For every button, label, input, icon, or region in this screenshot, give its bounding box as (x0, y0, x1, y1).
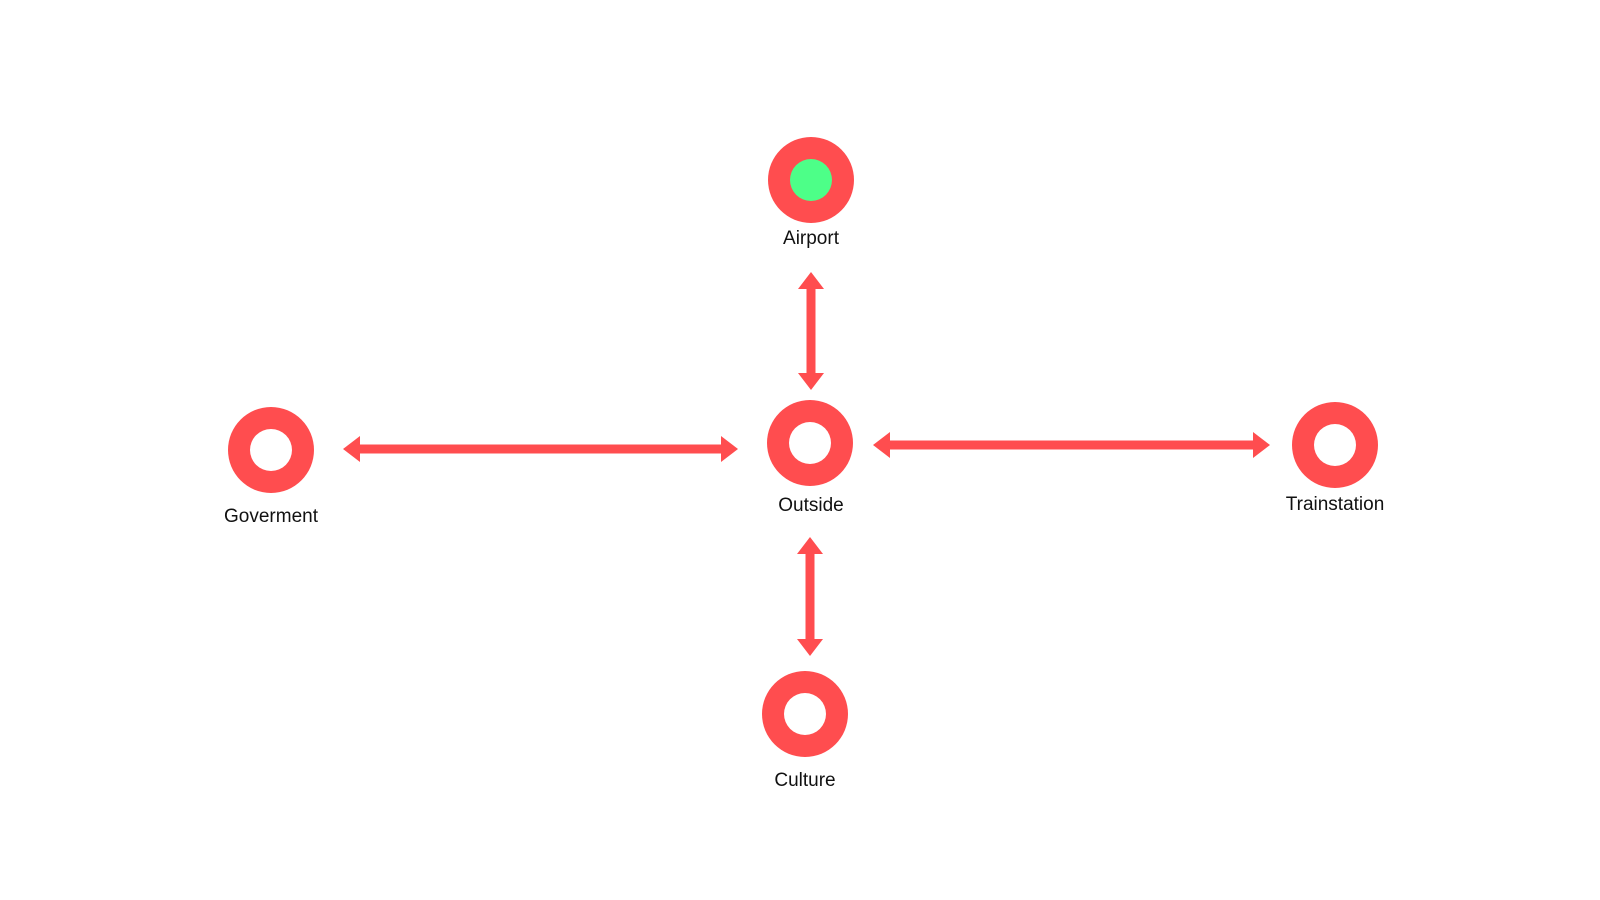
arrow-outside-culture (797, 537, 823, 656)
arrow-outside-trainstation (873, 432, 1270, 458)
node-trainstation[interactable] (1292, 402, 1378, 488)
arrow-outside-goverment (343, 436, 738, 462)
node-culture[interactable] (762, 671, 848, 757)
nodes-layer (228, 137, 1378, 757)
node-center (784, 693, 826, 735)
node-goverment[interactable] (228, 407, 314, 493)
node-outside[interactable] (767, 400, 853, 486)
active-location-marker (790, 159, 832, 201)
node-airport[interactable] (768, 137, 854, 223)
node-label-outside: Outside (778, 495, 844, 516)
node-center (789, 422, 831, 464)
arrow-head (721, 436, 738, 462)
arrow-head (873, 432, 890, 458)
arrow-head (1253, 432, 1270, 458)
node-label-airport: Airport (783, 228, 839, 249)
node-label-goverment: Goverment (224, 506, 318, 527)
arrow-head (343, 436, 360, 462)
arrow-head (798, 272, 824, 289)
node-center (1314, 424, 1356, 466)
arrow-head (797, 639, 823, 656)
arrow-head (797, 537, 823, 554)
arrow-head (798, 373, 824, 390)
arrow-outside-airport (798, 272, 824, 390)
edges-layer (343, 272, 1270, 656)
node-center (250, 429, 292, 471)
node-label-trainstation: Trainstation (1285, 494, 1385, 515)
node-label-culture: Culture (774, 770, 836, 791)
